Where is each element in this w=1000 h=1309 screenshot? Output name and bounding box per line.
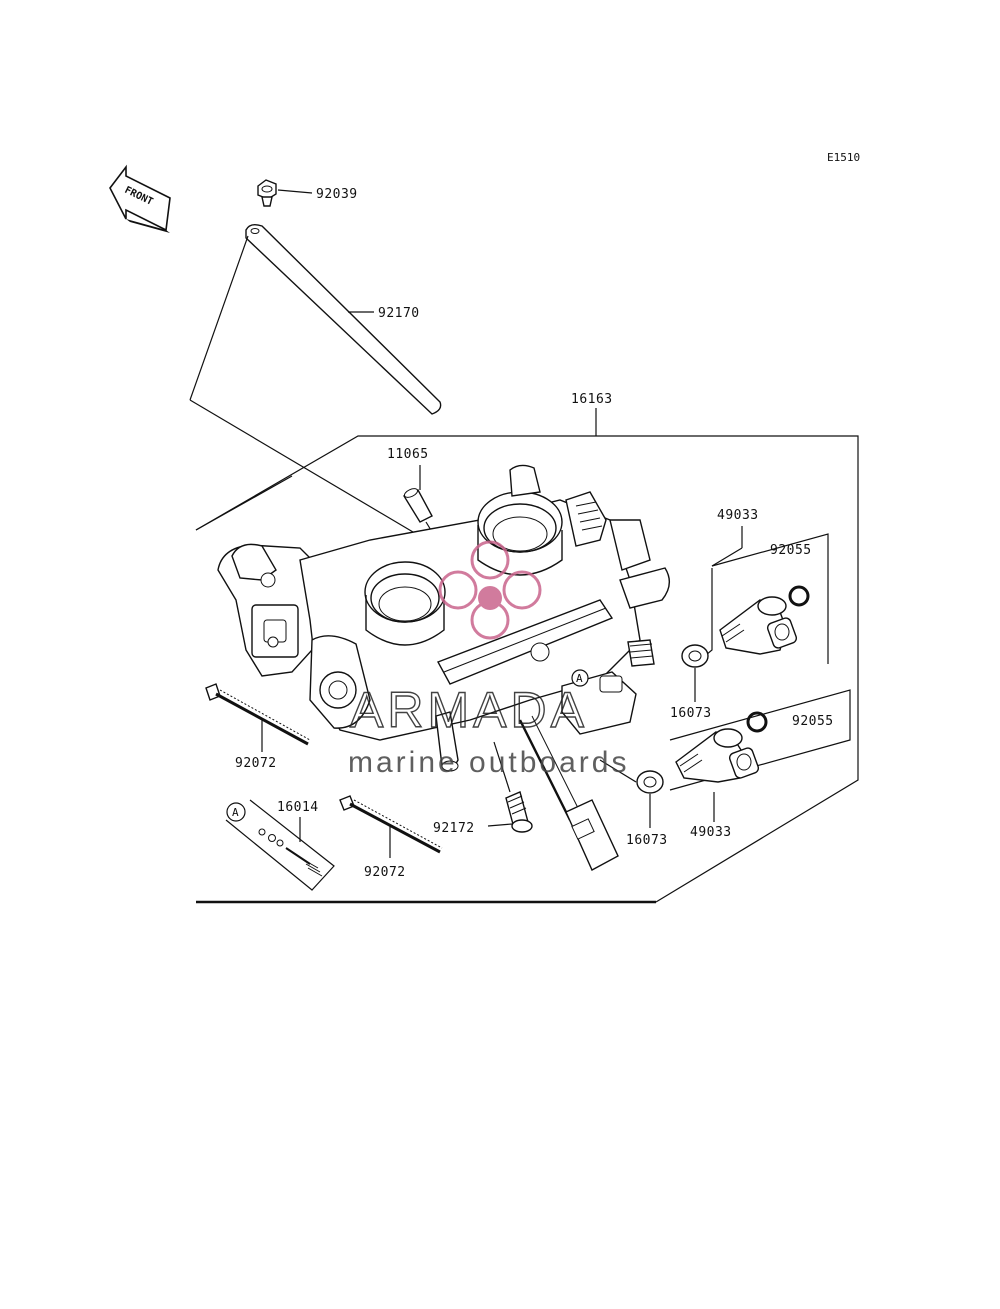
callout-16163: 16163 <box>571 392 613 407</box>
reference-mark-a-main: A <box>571 669 589 687</box>
cap-11065-icon <box>402 488 433 523</box>
callout-16073-top: 16073 <box>670 706 712 721</box>
reference-a-main-label: A <box>576 672 583 685</box>
diagram-code: E1510 <box>827 151 860 164</box>
callout-92055-bottom: 92055 <box>792 714 834 729</box>
watermark-logo-icon <box>438 540 542 640</box>
reference-mark-a-kit: A <box>226 802 246 822</box>
seal-16073-top-icon <box>681 644 709 668</box>
callout-11065: 11065 <box>387 447 429 462</box>
watermark: ARMADA marine outboards <box>348 540 629 779</box>
callout-92172: 92172 <box>433 821 475 836</box>
reference-a-kit-label: A <box>232 806 239 819</box>
bolt-92039-icon <box>257 179 277 207</box>
harness-connector-icon <box>565 799 619 871</box>
o-ring-92055-top-icon <box>788 585 810 607</box>
front-arrow-icon: FRONT <box>109 164 171 233</box>
screw-92172-icon <box>505 791 533 833</box>
watermark-brand: ARMADA <box>350 682 588 738</box>
callout-49033-bottom: 49033 <box>690 825 732 840</box>
callout-92170: 92170 <box>378 306 420 321</box>
callout-92072-left: 92072 <box>235 756 277 771</box>
injector-49033-bottom-icon <box>675 728 760 783</box>
o-ring-92055-bottom-icon <box>746 711 768 733</box>
watermark-tagline: marine outboards <box>348 746 629 779</box>
callout-16073-bottom: 16073 <box>626 833 668 848</box>
callout-92039: 92039 <box>316 187 358 202</box>
callout-49033-top: 49033 <box>717 508 759 523</box>
throttle-body-assembly <box>217 464 670 772</box>
injector-49033-top-icon <box>719 596 798 655</box>
callout-92055-top: 92055 <box>770 543 812 558</box>
strap-92170-icon <box>245 223 442 415</box>
callout-16014: 16014 <box>277 800 319 815</box>
screw-kit-16014-icon <box>258 828 323 877</box>
seal-16073-bottom-icon <box>636 770 664 794</box>
cable-92072-left-icon <box>205 683 311 746</box>
callout-92072-bottom: 92072 <box>364 865 406 880</box>
cable-92072-bottom-icon <box>339 795 443 854</box>
